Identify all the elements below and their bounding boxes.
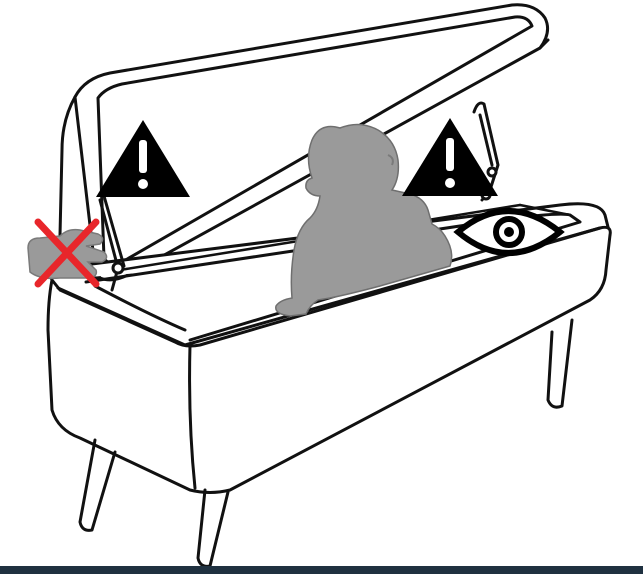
leg-back-right [548,320,572,407]
leg-front-center [198,490,228,566]
bottom-rule [0,566,643,574]
